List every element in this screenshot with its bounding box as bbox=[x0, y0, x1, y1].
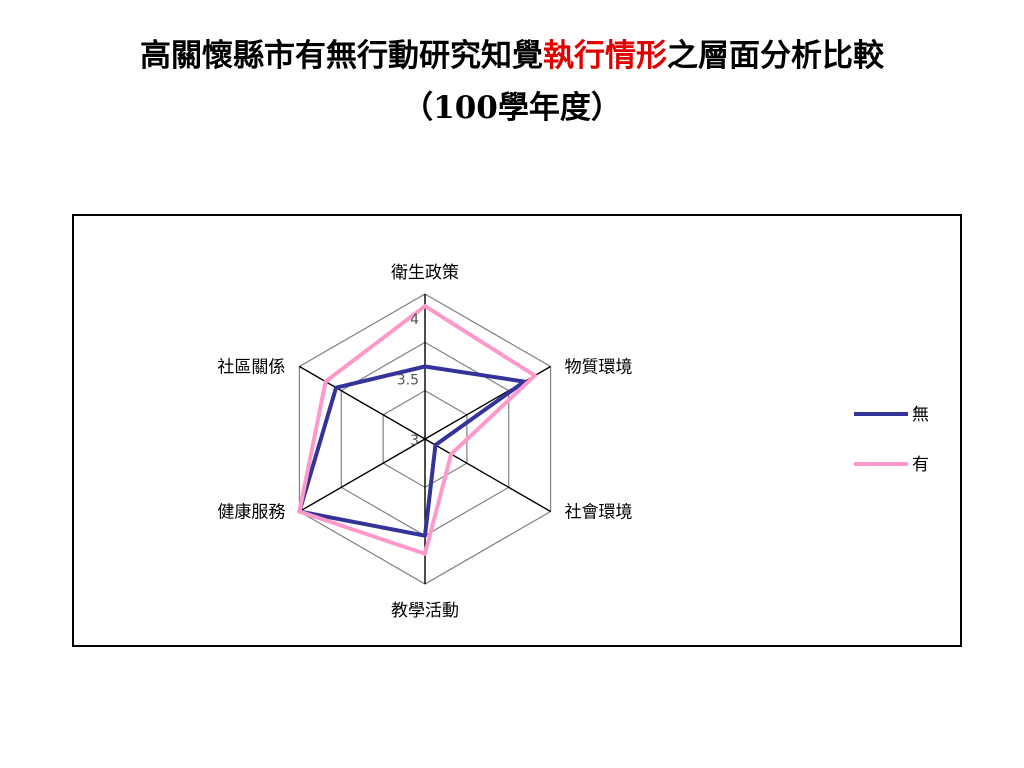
axis-label-6: 社區關係 bbox=[217, 358, 285, 378]
radar-series bbox=[297, 304, 537, 556]
axis-spoke-5 bbox=[299, 438, 426, 513]
slide-title: 高關懷縣市有無行動研究知覺執行情形之層面分析比較 （100學年度） bbox=[0, 30, 1024, 134]
axis-label-3: 社會環境 bbox=[565, 503, 633, 523]
tick-label-2: 3.5 bbox=[397, 373, 419, 389]
legend-label-1: 無 bbox=[912, 405, 929, 425]
axis-label-2: 物質環境 bbox=[565, 358, 633, 378]
title-suffix: 之層面分析比較 bbox=[667, 38, 884, 74]
axis-label-5: 健康服務 bbox=[217, 503, 285, 523]
chart-legend: 無有 bbox=[854, 405, 929, 475]
title-line-1: 高關懷縣市有無行動研究知覺執行情形之層面分析比較 bbox=[0, 30, 1024, 82]
axis-label-4: 教學活動 bbox=[391, 601, 459, 621]
title-line-2: （100學年度） bbox=[402, 90, 622, 126]
title-prefix: 高關懷縣市有無行動研究知覺 bbox=[140, 38, 543, 74]
tick-label-1: 3 bbox=[410, 433, 419, 449]
series-line-1 bbox=[297, 364, 527, 538]
axis-spoke-6 bbox=[299, 365, 426, 440]
series-line-2 bbox=[297, 304, 537, 556]
tick-label-3: 4 bbox=[410, 312, 419, 328]
legend-label-2: 有 bbox=[912, 455, 929, 475]
axis-spoke-3 bbox=[424, 438, 551, 513]
radar-axes bbox=[299, 294, 551, 584]
title-highlight: 執行情形 bbox=[543, 38, 667, 74]
axis-label-1: 衛生政策 bbox=[391, 263, 459, 283]
